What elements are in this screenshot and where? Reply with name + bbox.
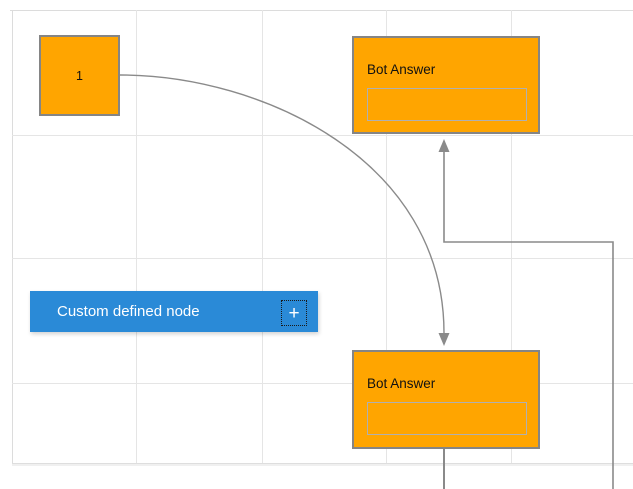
arrow-up-icon [438,139,450,152]
arrow-down-icon [438,333,450,346]
page-bottom-shadow [12,464,633,466]
node-bot-answer-bottom[interactable]: Bot Answer [352,350,540,449]
node-title: Bot Answer [367,376,436,391]
node-custom-defined[interactable]: Custom defined node + [30,291,318,332]
node-bot-answer-top[interactable]: Bot Answer [352,36,540,134]
node-custom-label: Custom defined node [57,303,200,320]
node-source-label: 1 [76,68,83,83]
node-text-box [367,88,527,121]
node-title: Bot Answer [367,62,436,77]
plus-icon: + [288,302,300,324]
node-source[interactable]: 1 [39,35,120,116]
page-bottom-border [12,463,633,464]
node-text-box [367,402,527,435]
add-node-button[interactable]: + [281,300,307,326]
bezier-connector[interactable] [119,74,445,334]
orthogonal-connector[interactable] [443,152,614,489]
